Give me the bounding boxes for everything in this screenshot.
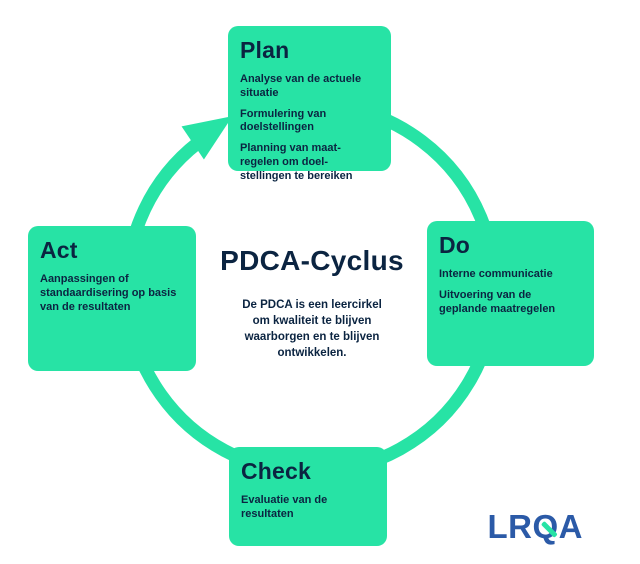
lrqa-logo: LRQA: [487, 510, 583, 543]
act-box-item: Aanpassingen of standaardisering op basi…: [40, 273, 177, 313]
do-box-title: Do: [439, 232, 471, 258]
diagram-description: De PDCA is een leercirkel om kwaliteit t…: [242, 299, 382, 360]
do-box: Do Interne communicatie Uitvoering van d…: [427, 221, 594, 366]
logo-text-lr: LR: [487, 508, 533, 545]
check-box: Check Evaluatie van de resultaten: [229, 447, 387, 546]
act-box-title: Act: [40, 237, 78, 263]
logo-q: Q: [532, 510, 558, 543]
plan-box-item: Planning van maat- regelen om doel- stel…: [240, 142, 353, 182]
cycle-arrowhead-icon: [181, 116, 233, 160]
logo-text-a: A: [558, 508, 583, 545]
do-box-item: Uitvoering van de geplande maatregelen: [439, 288, 556, 315]
check-box-title: Check: [241, 458, 312, 484]
center-block: PDCA-Cyclus De PDCA is een leercirkel om…: [206, 245, 418, 361]
plan-box: Plan Analyse van de actuele situatie For…: [228, 26, 391, 182]
plan-box-item: Analyse van de actuele situatie: [240, 73, 362, 99]
act-box: Act Aanpassingen of standaardisering op …: [28, 226, 196, 371]
check-box-item: Evaluatie van de resultaten: [241, 494, 328, 520]
do-box-item: Interne communicatie: [439, 268, 553, 280]
plan-box-item: Formulering van doelstellingen: [240, 107, 327, 134]
plan-box-title: Plan: [240, 37, 290, 63]
diagram-title: PDCA-Cyclus: [220, 245, 404, 276]
